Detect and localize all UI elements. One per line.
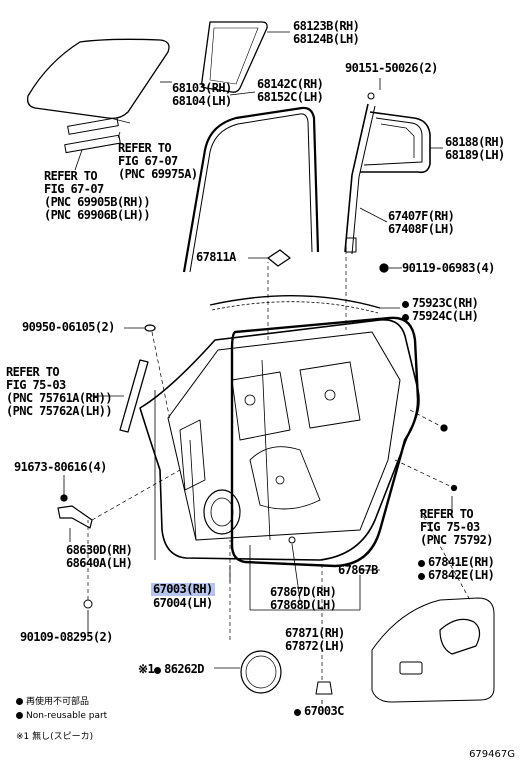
legend-jp: 再使用不可部品 — [16, 697, 89, 708]
label-service-cover: 67841E(RH) 67842E(LH) — [418, 556, 495, 582]
label-plug-bottom: 67003C — [294, 705, 344, 718]
label-bolt-check: 90109-08295(2) — [20, 630, 113, 644]
label-glass-run: 68142C(RH) 68152C(LH) — [257, 77, 324, 104]
label-belt-moulding: 75923C(RH) 75924C(LH) — [402, 297, 479, 323]
label-refer-c: REFER TO FIG 75-03 (PNC 75761A(RH)) (PNC… — [6, 365, 113, 418]
label-refer-b: REFER TO FIG 67-07 (PNC 69905B(RH)) (PNC… — [44, 169, 151, 222]
label-division-bar: 67407F(RH) 67408F(LH) — [388, 209, 455, 236]
label-cushion: 67811A — [196, 250, 236, 264]
non-reusable-dot-icon — [418, 560, 425, 567]
glass-run — [182, 106, 320, 273]
non-reusable-dot-icon — [16, 712, 23, 719]
non-reusable-dot-icon — [402, 301, 409, 308]
label-door-glass: 68103(RH) 68104(LH) — [172, 81, 232, 108]
non-reusable-dot-icon — [402, 314, 409, 321]
speaker-plug — [240, 650, 282, 694]
label-clip-top: 90151-50026(2) — [345, 61, 438, 75]
door-shell — [139, 319, 420, 561]
label-refer-a: REFER TO FIG 67-07 (PNC 69975A) — [118, 141, 198, 181]
label-weatherstrip: 67867B — [338, 563, 378, 577]
cushion — [267, 249, 291, 267]
figure-id: 679467G — [469, 749, 515, 760]
label-seal: 67867D(RH) 67868D(LH) — [270, 585, 337, 612]
non-reusable-dot-icon — [418, 573, 425, 580]
quarter-run — [360, 111, 431, 174]
label-door-check: 68630D(RH) 68640A(LH) — [66, 543, 133, 570]
label-door-panel-rh: 67003(RH) — [151, 582, 215, 596]
label-plug-top: 90950-06105(2) — [22, 320, 115, 334]
label-quarter-glass: 68123B(RH) 68124B(LH) — [293, 19, 360, 46]
service-cover — [371, 597, 495, 703]
label-door-panel-lh: 67004(LH) — [153, 596, 213, 610]
belt-moulding — [209, 295, 381, 309]
label-service-hole: 67871(RH) 67872(LH) — [285, 626, 345, 653]
legend-note: ※1 無し(スピーカ) — [16, 732, 94, 742]
quarter-glass-inner — [209, 27, 259, 85]
label-quarter-run: 68188(RH) 68189(LH) — [445, 135, 505, 162]
door-glass — [27, 38, 170, 120]
label-refer-d: REFER TO FIG 75-03 (PNC 75792) — [420, 507, 493, 547]
label-bolt-hinge: 91673-80616(4) — [14, 460, 107, 474]
non-reusable-dot-icon — [294, 709, 301, 716]
door-check — [57, 505, 93, 529]
quarter-glass — [201, 21, 268, 93]
legend-en: Non-reusable part — [16, 711, 107, 722]
division-bar — [344, 103, 369, 253]
label-bolt-division: 90119-06983(4) — [402, 261, 495, 275]
weatherstrip — [230, 316, 420, 568]
front-sash — [119, 359, 149, 433]
non-reusable-dot-icon — [154, 667, 162, 674]
non-reusable-dot-icon — [16, 698, 23, 705]
